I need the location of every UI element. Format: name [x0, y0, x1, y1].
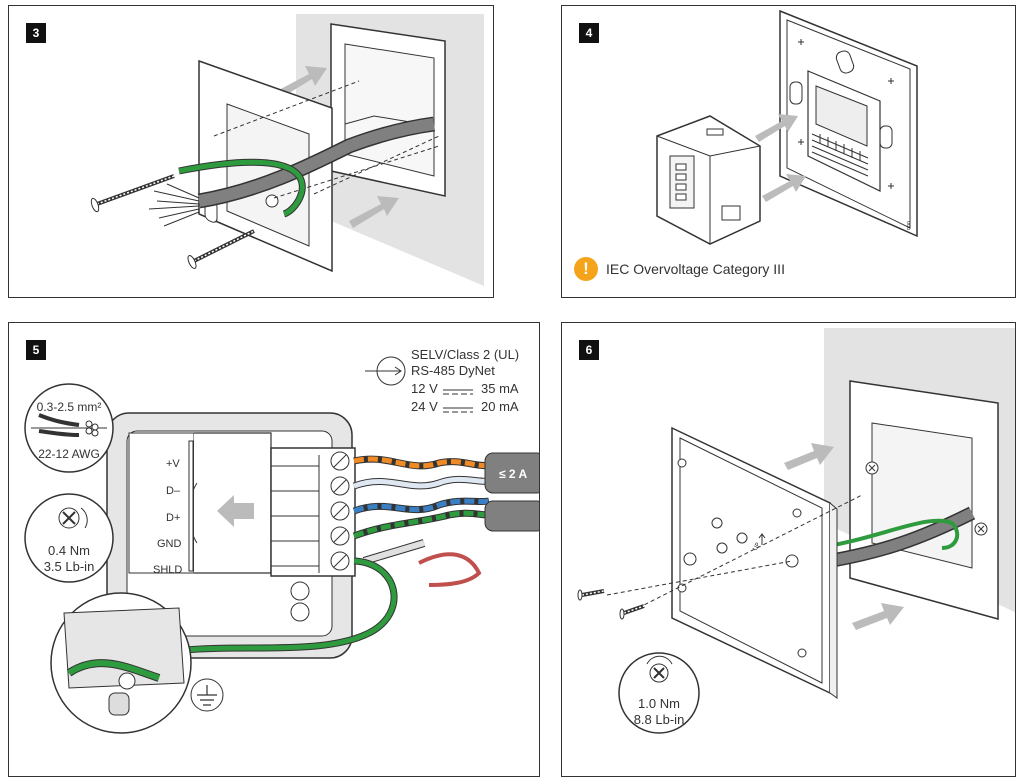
torque-lbin: 8.8 Lb-in — [633, 712, 685, 727]
terminal-dplus: D+ — [166, 512, 181, 524]
warning-icon: ! — [574, 257, 598, 281]
torque-lbin: 3.5 Lb-in — [43, 559, 95, 574]
rs485-label: RS-485 DyNet — [411, 363, 495, 378]
terminal-gnd: GND — [157, 538, 182, 550]
terminal-dminus: D– — [166, 485, 181, 497]
screw-icon — [619, 604, 645, 620]
screw-icon — [187, 229, 255, 269]
green-earth-wire — [816, 518, 960, 550]
fuse-rating: ≤ 2 A — [499, 467, 528, 481]
step-number: 5 — [26, 340, 46, 360]
orange-wire — [353, 456, 490, 469]
green-earth-wire — [178, 159, 305, 217]
screw-icon — [90, 174, 175, 213]
red-white-wire — [418, 552, 482, 587]
arrow-icon — [349, 196, 399, 228]
wire-size-mm: 0.3-2.5 mm² — [36, 400, 102, 414]
up-label: UP — [752, 541, 762, 552]
panel-step-5: 5 — [8, 322, 540, 777]
step-number: 6 — [579, 340, 599, 360]
step-4-illustration: ooo — [656, 9, 918, 245]
terminal-shld: SHLD — [153, 564, 183, 576]
step-3-illustration — [90, 14, 484, 286]
rotate-arrow-icon — [80, 507, 88, 529]
warning-text: IEC Overvoltage Category III — [606, 261, 785, 277]
green-wire-pair — [353, 510, 490, 539]
rotate-arrow-icon — [646, 655, 673, 665]
torque-nm: 1.0 Nm — [638, 696, 680, 711]
torque-circle — [24, 493, 114, 583]
stripped-wires — [148, 183, 200, 227]
panel-step-6: 6 UP — [561, 322, 1016, 777]
grey-cable — [484, 452, 539, 494]
torque-circle — [618, 652, 700, 734]
white-wire — [353, 476, 490, 489]
ground-icon — [190, 678, 224, 712]
wire-size-awg: 22-12 AWG — [38, 447, 100, 461]
arrow-icon — [217, 495, 254, 527]
arrow-icon — [852, 603, 904, 630]
warning-note: ! IEC Overvoltage Category III — [574, 257, 785, 281]
voltage-12: 12 V — [411, 381, 438, 396]
panel-step-3: 3 — [8, 5, 494, 298]
cross-screw-icon — [58, 507, 80, 529]
cross-screw-icon — [649, 663, 669, 683]
cross-screw-icon — [865, 461, 988, 536]
panel-step-4: 4 ooo ! IEC Ove — [561, 5, 1016, 298]
dc-symbol-icon — [365, 356, 406, 386]
svg-text:ooo: ooo — [905, 221, 911, 230]
voltage-24: 24 V — [411, 399, 438, 414]
arrow-icon — [277, 66, 327, 98]
arrow-icon — [755, 114, 798, 142]
step-number: 3 — [26, 23, 46, 43]
blue-wire — [353, 498, 490, 514]
torque-nm: 0.4 Nm — [48, 543, 90, 558]
terminal-vplus: +V — [166, 458, 180, 470]
current-24: 20 mA — [481, 399, 519, 414]
step-5-illustration — [24, 356, 539, 734]
plate-holes — [677, 458, 807, 658]
terminal-screws — [330, 451, 350, 571]
dc-line-symbol — [443, 389, 473, 413]
arrow-icon — [784, 443, 834, 470]
current-12: 35 mA — [481, 381, 519, 396]
connector-pins — [811, 133, 869, 177]
screw-icon — [577, 589, 605, 601]
data-port-icon — [669, 155, 695, 209]
step-number: 4 — [579, 23, 599, 43]
arrow-icon — [762, 174, 806, 202]
step-6-illustration: UP — [577, 328, 1015, 734]
up-marker — [758, 533, 766, 545]
selv-label: SELV/Class 2 (UL) — [411, 347, 520, 362]
grey-cable — [484, 500, 539, 532]
cross-marks — [798, 39, 894, 189]
